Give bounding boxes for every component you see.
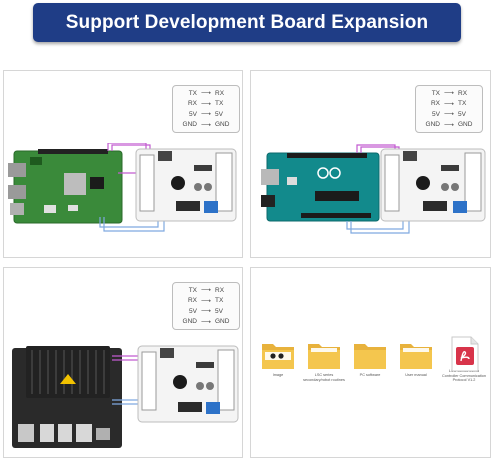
- file-protocol-pdf[interactable]: LSC Series Servo Controller Communicatio…: [441, 336, 487, 383]
- connection-wires: [346, 144, 410, 234]
- servo-controller-board: [135, 148, 237, 222]
- pin-mapping-table: TX⟶RX RX⟶TX 5V⟶5V GND⟶GND: [415, 85, 483, 133]
- pin-row-rx: RX⟶TX: [187, 297, 224, 305]
- folder-icon: [307, 340, 341, 370]
- pin-row-5v: 5V⟶5V: [189, 307, 223, 316]
- folder-image[interactable]: Image: [255, 340, 301, 378]
- panel-resource-files: Image LSC series secondary/robot routine…: [250, 267, 491, 458]
- banner-title: Support Development Board Expansion: [65, 11, 429, 33]
- folder-label: User manual: [405, 373, 427, 377]
- pin-row-gnd: GND⟶GND: [425, 121, 473, 129]
- folder-pc-software[interactable]: PC software: [347, 340, 393, 378]
- jetson-board: [12, 346, 122, 448]
- folder-icon: [399, 340, 433, 370]
- arduino-board: [261, 152, 380, 222]
- pin-row-5v: 5V⟶5V: [189, 110, 223, 119]
- pin-mapping-table: TX⟶RX RX⟶TX 5V⟶5V GND⟶GND: [172, 282, 240, 330]
- panel-raspberry-pi: TX⟶RX RX⟶TX 5V⟶5V GND⟶GND: [3, 70, 243, 258]
- folder-icon: [261, 340, 295, 370]
- folder-icon: [353, 340, 387, 370]
- pin-row-tx: TX⟶RX: [431, 89, 468, 98]
- pin-row-rx: RX⟶TX: [187, 100, 224, 108]
- pdf-icon: [447, 336, 481, 372]
- jetson-wiring-illustration: [12, 345, 239, 448]
- pin-row-tx: TX⟶RX: [188, 89, 225, 98]
- raspberry-pi-wiring-illustration: [8, 143, 237, 232]
- servo-controller-board: [137, 345, 239, 423]
- folder-label: Image: [272, 373, 284, 377]
- folder-user-manual[interactable]: User manual: [393, 340, 439, 378]
- folder-label: LSC series secondary/robot routines: [303, 373, 345, 382]
- pin-row-gnd: GND⟶GND: [182, 121, 230, 129]
- connection-wires: [112, 355, 138, 405]
- title-banner: Support Development Board Expansion: [33, 3, 461, 42]
- panel-arduino: TX⟶RX RX⟶TX 5V⟶5V GND⟶GND: [250, 70, 491, 258]
- pin-row-gnd: GND⟶GND: [182, 318, 230, 326]
- arduino-wiring-illustration: [261, 144, 486, 234]
- raspberry-pi-board: [8, 149, 123, 224]
- pin-mapping-table: TX⟶RX RX⟶TX 5V⟶5V GND⟶GND: [172, 85, 240, 133]
- pin-row-5v: 5V⟶5V: [432, 110, 466, 119]
- pin-row-rx: RX⟶TX: [430, 100, 467, 108]
- pin-row-tx: TX⟶RX: [188, 286, 225, 295]
- folder-label: PC software: [359, 373, 381, 377]
- servo-controller-board: [380, 148, 486, 222]
- folder-routines[interactable]: LSC series secondary/robot routines: [301, 340, 347, 382]
- panel-jetson-nano: TX⟶RX RX⟶TX 5V⟶5V GND⟶GND: [3, 267, 243, 458]
